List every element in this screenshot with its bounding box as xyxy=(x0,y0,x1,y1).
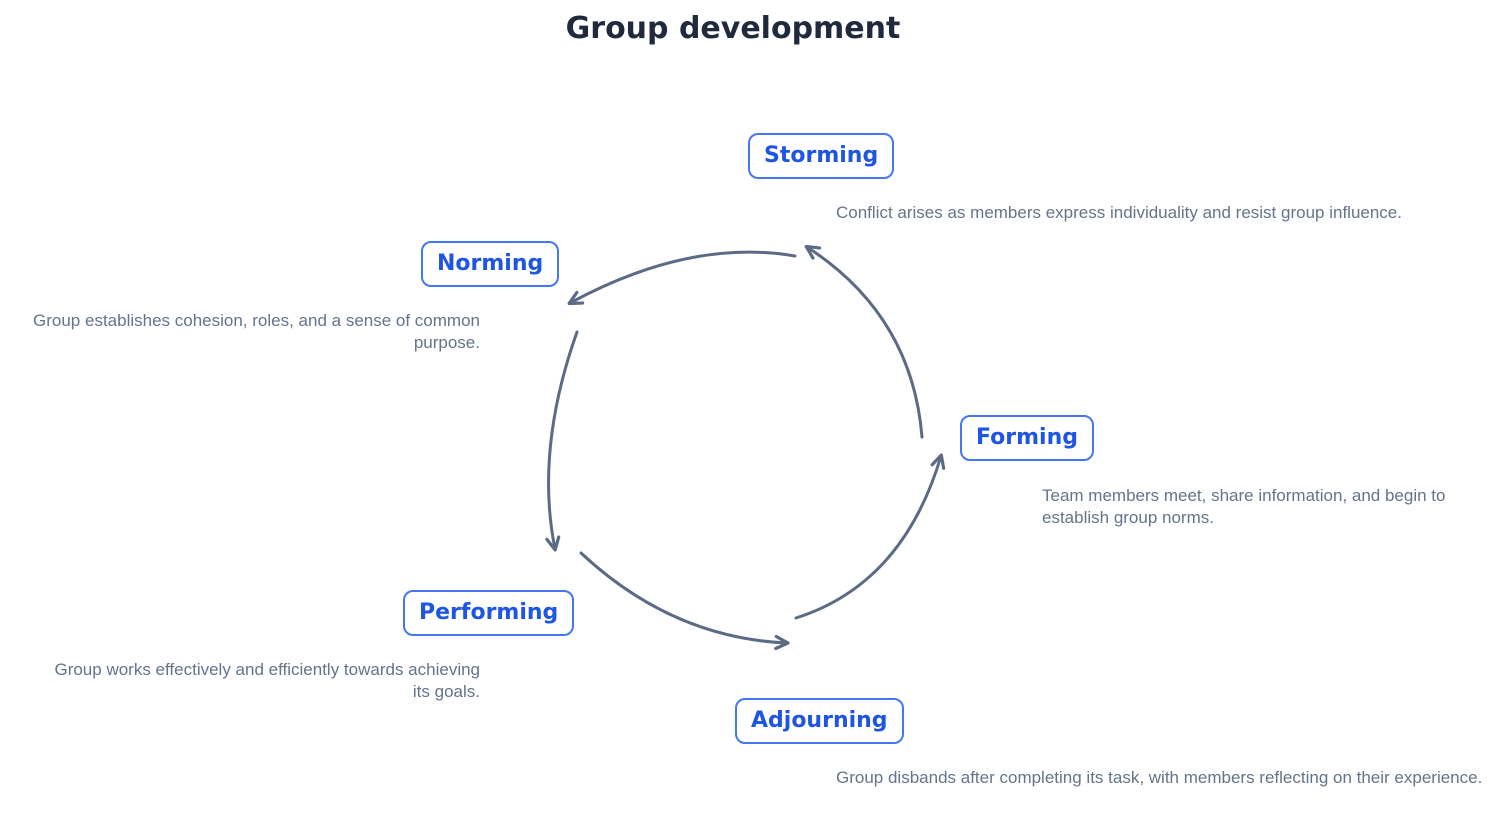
stage-label-storming: Storming xyxy=(764,143,879,168)
arrow-adjourning-to-forming xyxy=(794,453,946,620)
stage-description-forming: Team members meet, share information, an… xyxy=(1042,486,1446,527)
stage-description-adjourning: Group disbands after completing its task… xyxy=(836,768,1483,787)
stage-description-storming: Conflict arises as members express indiv… xyxy=(836,203,1402,222)
stage-label-norming: Norming xyxy=(437,251,544,276)
diagram-title: Group development xyxy=(565,11,901,46)
stage-node-adjourning: Adjourning xyxy=(735,698,904,744)
stage-node-forming: Forming xyxy=(960,415,1094,461)
stage-label-adjourning: Adjourning xyxy=(751,708,888,733)
arrow-forming-to-storming xyxy=(804,244,924,439)
stage-node-performing: Performing xyxy=(403,590,575,636)
arrow-norming-to-performing xyxy=(545,330,579,552)
arrow-performing-to-adjourning xyxy=(579,551,790,651)
stage-label-forming: Forming xyxy=(976,425,1078,450)
stage-description-performing: Group works effectively and efficiently … xyxy=(54,660,480,701)
stage-node-norming: Norming xyxy=(421,241,560,287)
stage-label-performing: Performing xyxy=(419,600,559,625)
stage-description-norming: Group establishes cohesion, roles, and a… xyxy=(33,311,480,352)
arrow-storming-to-norming xyxy=(567,250,797,306)
stage-node-storming: Storming xyxy=(748,133,895,179)
